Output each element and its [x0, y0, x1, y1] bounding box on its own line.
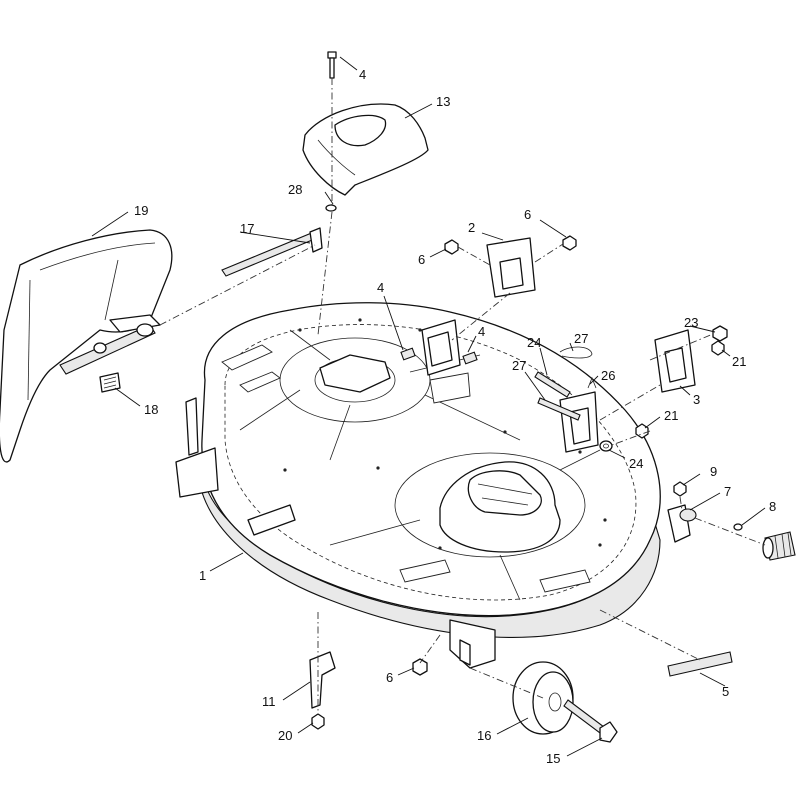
bracket-nut-left	[444, 239, 459, 255]
deck-decal	[667, 651, 733, 677]
deck-rear-mount	[449, 619, 496, 669]
chute-rod	[221, 227, 323, 277]
cover-washer	[325, 204, 337, 212]
callout-11: 11	[262, 694, 276, 709]
callout-labels: 4 13 28 19 17 2 6 6 4 4 24 27 27 26 23 2…	[134, 67, 776, 766]
callout-13: 13	[436, 94, 450, 109]
hinge-nut-lower	[635, 423, 649, 439]
callout-23: 23	[684, 315, 698, 330]
callout-21-upper: 21	[732, 354, 746, 369]
hinge-nut-upper	[711, 340, 725, 356]
callout-14: 4	[359, 67, 366, 82]
bracket-nut-right	[562, 235, 577, 251]
callout-3: 3	[693, 392, 700, 407]
hinge-bracket	[654, 329, 696, 393]
fitting-nut	[673, 481, 687, 497]
callout-19: 19	[134, 203, 148, 218]
belt-cover	[302, 103, 429, 196]
callout-20: 20	[278, 728, 292, 743]
callout-6-top-left: 6	[418, 252, 425, 267]
pivot-washer	[599, 440, 613, 452]
callout-9: 9	[710, 464, 717, 479]
callout-6-top-right: 6	[524, 207, 531, 222]
callout-28: 28	[288, 182, 302, 197]
callout-15: 15	[546, 751, 560, 766]
rear-pivot-bracket	[559, 391, 599, 453]
callout-22: 24	[527, 335, 541, 350]
leader-lines	[91, 56, 766, 757]
callout-5: 5	[722, 684, 729, 699]
callout-27: 27	[512, 358, 526, 373]
anti-scalp-bracket	[309, 651, 336, 709]
clevis-bolt	[537, 397, 581, 421]
callout-21-lower: 21	[664, 408, 678, 423]
wheel-bolt	[563, 699, 618, 743]
callout-4-right: 4	[478, 324, 485, 339]
hinge-bolt	[712, 325, 728, 342]
callout-1: 1	[199, 568, 206, 583]
hose-adapter	[762, 531, 796, 561]
callout-2: 2	[468, 220, 475, 235]
retaining-clip	[587, 376, 597, 389]
hairpin-clip	[559, 346, 593, 359]
pivot-pin	[534, 371, 571, 398]
callout-26: 27	[574, 331, 588, 346]
center-mount-bracket	[400, 319, 478, 376]
callout-24: 24	[629, 456, 643, 471]
cover-bolt	[327, 51, 337, 79]
bracket-nut-bottom	[311, 713, 325, 730]
wheel-nut	[412, 658, 428, 676]
callout-16: 16	[477, 728, 491, 743]
callout-18: 18	[144, 402, 158, 417]
mower-deck	[175, 302, 661, 638]
callout-17: 17	[240, 221, 254, 236]
discharge-chute	[0, 229, 173, 463]
callout-25: 26	[601, 368, 615, 383]
callout-6-bottom: 6	[386, 670, 393, 685]
adapter-oring	[733, 523, 743, 531]
alignment-lines	[159, 78, 766, 714]
callout-7: 7	[724, 484, 731, 499]
callout-4-left: 4	[377, 280, 384, 295]
chute-pivot-assembly	[59, 323, 156, 393]
callout-8: 8	[769, 499, 776, 514]
idler-bracket	[486, 237, 536, 298]
wash-port-fitting	[667, 504, 697, 543]
